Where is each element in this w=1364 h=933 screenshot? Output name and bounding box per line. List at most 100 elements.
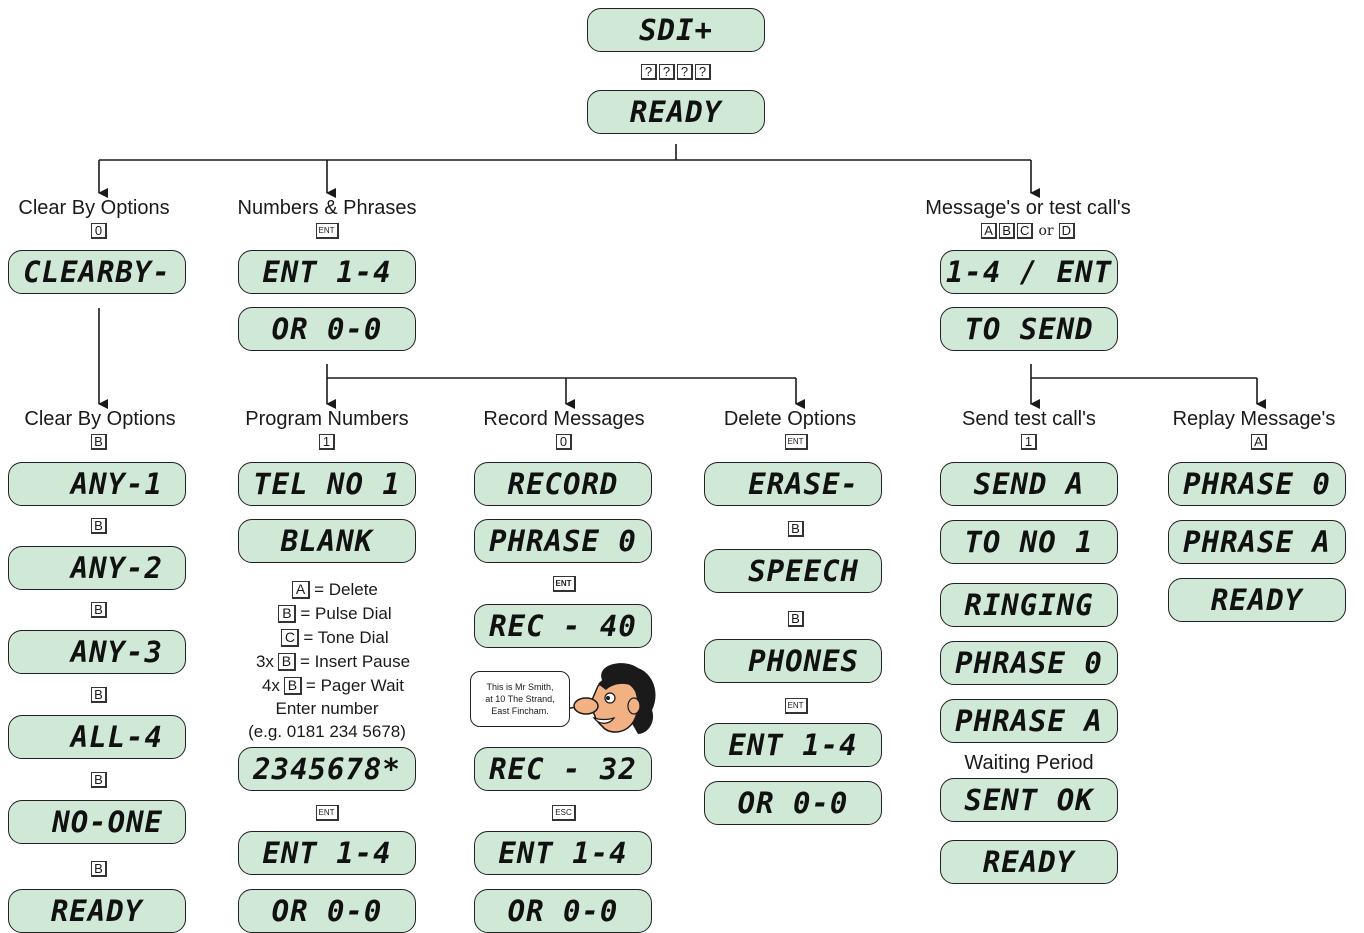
key-b: B [91,518,107,534]
lcd-record-phrase: PHRASE 0 [474,519,652,563]
key-code-2: ? [659,64,675,80]
lcd-no-one: NO-ONE [8,800,186,844]
key-b: B [91,434,107,450]
lcd-record-ent: ENT 1-4 [474,831,652,875]
key-row-clear-b4: B [0,686,219,704]
key-a: A [1251,434,1267,450]
waiting-period-label: Waiting Period [964,752,1094,774]
lcd-clearby: CLEARBY- [8,250,186,294]
passcode-keys: ? ? ? ? [556,63,796,81]
lcd-program-ent: ENT 1-4 [238,831,416,875]
heading-clear-by-sub: Clear By Options [24,408,176,430]
lcd-send-phrase-a: PHRASE A [940,699,1118,743]
heading-delete-options: Delete Options [723,408,857,430]
legend-text: = Insert Pause [299,652,411,671]
key-ent: ENT [315,223,339,239]
key-row-program: 1 [207,433,447,451]
lcd-numbers-ent: ENT 1-4 [238,250,416,294]
key-row-delete-ent: ENT [676,697,916,715]
legend-row-tone: C= Tone Dial [213,626,453,650]
lcd-phones: PHONES [704,639,882,683]
key-row-delete-b1: B [676,520,916,538]
lcd-tel-no-1: TEL NO 1 [238,462,416,506]
key-row-delete-b2: B [676,610,916,628]
lcd-any-2: ANY-2 [8,546,186,590]
lcd-send-a: SEND A [940,462,1118,506]
key-row-clear-b5: B [0,771,219,789]
heading-numbers-phrases: Numbers & Phrases [237,197,417,219]
key-b: B [91,861,107,877]
heading-send-test-calls: Send test call's [962,408,1096,430]
key-row-clear-b2: B [0,517,219,535]
key-b: B [788,611,804,627]
lcd-sent-ok: SENT OK [940,778,1118,822]
bubble-line: East Fincham. [491,706,549,716]
key-row-clear: 0 [0,222,219,240]
key-a: A [292,581,311,599]
lcd-send-phrase-0: PHRASE 0 [940,641,1118,685]
key-ent: ENT [552,576,576,592]
legend-text: = Pager Wait [305,676,405,695]
key-a: A [981,223,998,239]
bubble-line: This is Mr Smith, [486,682,554,692]
heading-clear-by: Clear By Options [18,197,170,219]
enter-number-label: Enter number [275,699,379,718]
lcd-top-sdi: SDI+ [587,8,765,52]
heading-replay-messages: Replay Message's [1172,408,1336,430]
lcd-all-4: ALL-4 [8,715,186,759]
heading-messages-test-calls: Message's or test call's [925,197,1131,219]
lcd-replay-phrase-0: PHRASE 0 [1168,462,1346,506]
key-row-send: 1 [909,433,1149,451]
legend-prefix: 4x [261,676,280,695]
heading-record-messages: Record Messages [483,408,645,430]
key-ent: ENT [784,698,808,714]
key-row-record: 0 [444,433,684,451]
lcd-numbers-or: OR 0-0 [238,307,416,351]
lcd-any-1: ANY-1 [8,462,186,506]
lcd-send-ready: READY [940,840,1118,884]
key-b: B [283,677,302,695]
legend-text: = Tone Dial [303,628,389,647]
key-b: B [277,653,296,671]
key-row-delete: ENT [676,433,916,451]
or-label: or [1038,223,1054,239]
key-1: 1 [1021,434,1037,450]
lcd-replay-ready: READY [1168,578,1346,622]
key-row-clear-b6: B [0,860,219,878]
key-code-4: ? [695,64,711,80]
key-0: 0 [91,223,107,239]
lcd-replay-phrase-a: PHRASE A [1168,520,1346,564]
legend-row-delete: A= Delete [213,578,453,602]
key-code-1: ? [641,64,657,80]
speech-bubble: This is Mr Smith, at 10 The Strand, East… [470,671,570,727]
lcd-blank: BLANK [238,519,416,563]
legend-prefix: 3x [255,652,274,671]
lcd-rec-32: REC - 32 [474,747,652,791]
enter-number-example: (e.g. 0181 234 5678) [248,722,406,741]
lcd-top-ready: READY [587,90,765,134]
lcd-record-or: OR 0-0 [474,889,652,933]
heading-program-numbers: Program Numbers [245,408,409,430]
key-row-record-esc: ESC [444,804,684,822]
key-0: 0 [556,434,572,450]
lcd-to-send: TO SEND [940,307,1118,351]
key-c: C [1017,223,1034,239]
lcd-to-no-1: TO NO 1 [940,520,1118,564]
key-row-message: A B C or D [908,222,1148,240]
key-code-3: ? [677,64,693,80]
key-row-numbers: ENT [207,222,447,240]
key-row-clear-b1: B [0,433,219,451]
legend-text: = Pulse Dial [300,604,392,623]
key-b: B [999,223,1016,239]
legend-text: = Delete [314,580,378,599]
key-row-replay: A [1139,433,1364,451]
speaker-face-icon [573,663,656,734]
key-row-program-ent: ENT [207,804,447,822]
lcd-clear-ready: READY [8,889,186,933]
lcd-program-or: OR 0-0 [238,889,416,933]
key-b: B [788,521,804,537]
